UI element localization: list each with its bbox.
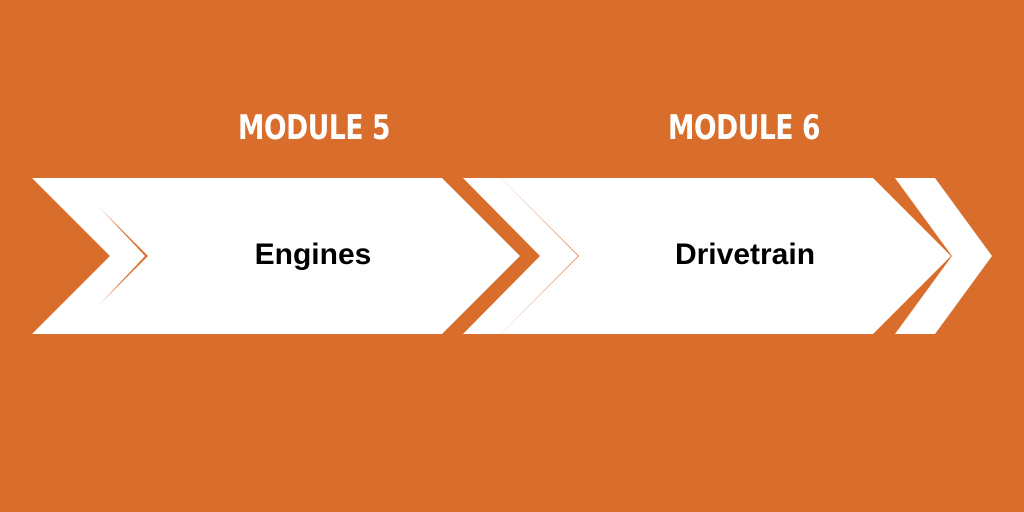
middle-chevron-stripe (463, 178, 578, 334)
step-2-arrow (501, 178, 951, 334)
lead-chevron-stripe (32, 178, 145, 334)
step-1-label: Engines (254, 238, 372, 271)
step-2-label: Drivetrain (674, 238, 816, 271)
step-1-arrow (70, 178, 520, 334)
step-2-heading: MODULE 6 (667, 108, 821, 148)
step-1-heading: MODULE 5 (237, 108, 391, 148)
trail-chevron-stripe (895, 178, 992, 334)
